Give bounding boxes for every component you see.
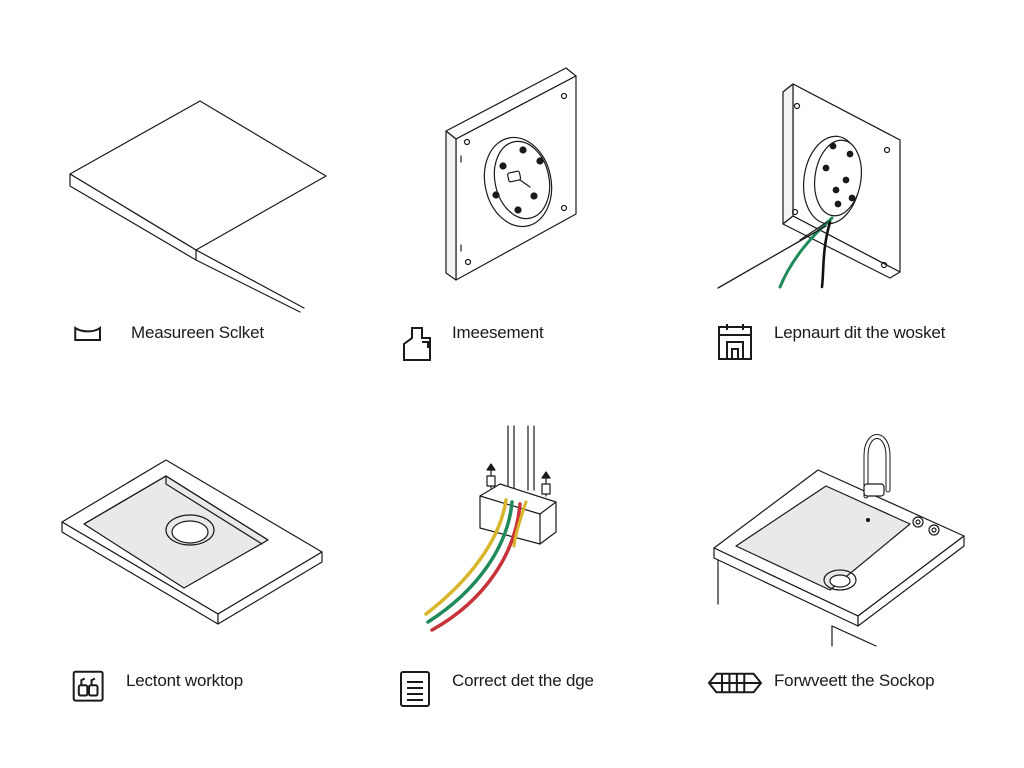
step-label: Measureen Sclket — [131, 323, 264, 342]
step-measurement: Imeesement — [398, 322, 652, 362]
step-label: Imeesement — [452, 323, 544, 342]
sink-tap-illustration — [714, 437, 964, 647]
worktop-panel-illustration — [70, 101, 326, 312]
calendar-icon — [716, 322, 756, 362]
step-label: Correct det the dge — [452, 671, 594, 690]
cable-junction-illustration — [426, 426, 556, 630]
grille-icon — [706, 670, 764, 696]
document-icon — [398, 670, 438, 710]
step-correct-edge: Correct det the dge — [398, 670, 672, 710]
step-label: Lepnaurt dit the wosket — [774, 323, 946, 342]
grip-box-icon — [72, 670, 106, 704]
step-forward-socket: Forwveett the Sockop — [706, 670, 994, 696]
bottle-icon — [398, 322, 438, 362]
step-measure: Measureen Sclket — [68, 322, 331, 352]
socket-plate-illustration — [446, 68, 576, 280]
tray-icon — [68, 322, 108, 352]
socket-wiring-illustration — [718, 84, 900, 288]
step-lay-out: Lepnaurt dit the wosket — [716, 322, 954, 362]
step-worktop: Lectont worktop — [72, 670, 326, 704]
step-label: Lectont worktop — [126, 671, 244, 690]
worktop-cutout-illustration — [62, 460, 322, 624]
step-label: Forwveett the Sockop — [774, 671, 935, 690]
